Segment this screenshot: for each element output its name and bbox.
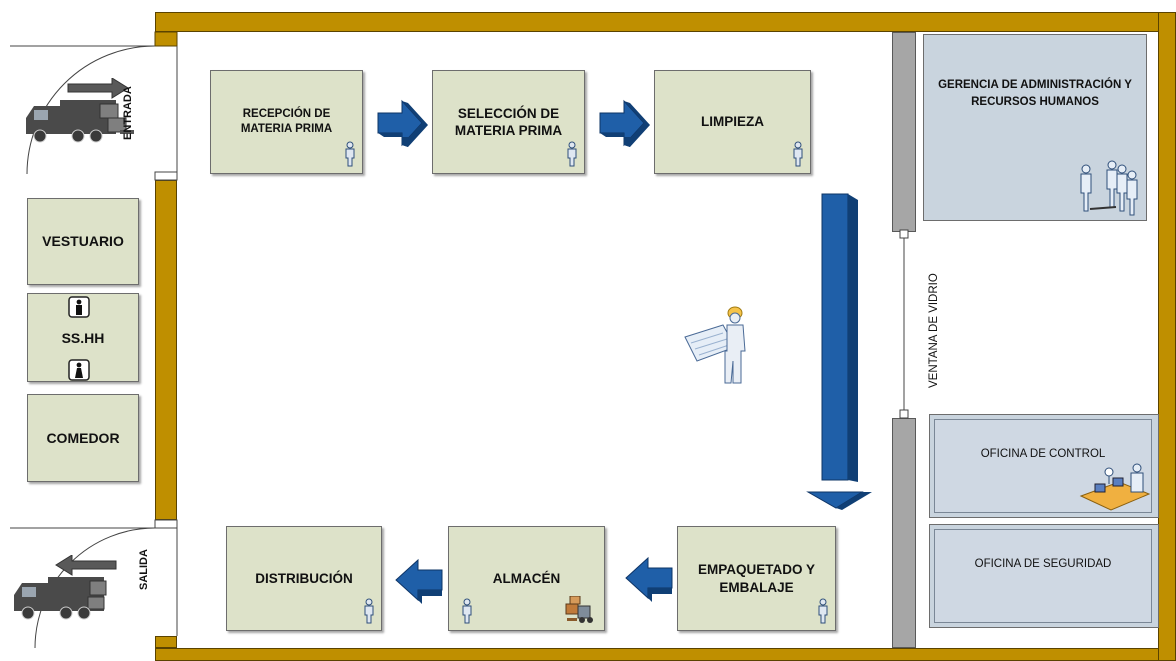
arrow-left-2-icon (395, 558, 443, 604)
room-sshh: SS.HH (27, 293, 139, 382)
process-seleccion: SELECCIÓN DE MATERIA PRIMA (432, 70, 585, 174)
room-vestuario: VESTUARIO (27, 198, 139, 285)
office-control-label: OFICINA DE CONTROL (980, 448, 1106, 460)
process-seleccion-label: SELECCIÓN DE MATERIA PRIMA (454, 106, 563, 138)
process-limpieza-label: LIMPIEZA (701, 114, 764, 129)
office-control: OFICINA DE CONTROL (934, 419, 1152, 513)
process-almacen: ALMACÉN (448, 526, 605, 631)
worker-icon (462, 598, 472, 624)
restroom-male-icon (68, 296, 90, 318)
process-distribucion: DISTRIBUCIÓN (226, 526, 382, 631)
office-seguridad-label: OFICINA DE SEGURIDAD (974, 558, 1112, 570)
process-empaquetado: EMPAQUETADO Y EMBALAJE (677, 526, 836, 631)
forklift-boxes-icon (565, 596, 593, 623)
meeting-people-icon (1080, 160, 1138, 216)
office-seguridad: OFICINA DE SEGURIDAD (934, 529, 1152, 623)
process-empaquetado-label: EMPAQUETADO Y EMBALAJE (697, 562, 815, 595)
window-frame (899, 229, 909, 419)
room-vestuario-label: VESTUARIO (42, 233, 124, 249)
wall-left-bottom-stub (155, 636, 177, 648)
process-distribucion-label: DISTRIBUCIÓN (255, 571, 353, 586)
truck-entrada-icon (26, 78, 134, 143)
door-label-salida: SALIDA (138, 549, 150, 590)
process-limpieza: LIMPIEZA (654, 70, 811, 174)
process-almacen-label: ALMACÉN (492, 571, 561, 586)
restroom-female-icon (68, 359, 90, 381)
door-label-entrada: ENTRADA (122, 86, 134, 140)
office-seguridad-outer: OFICINA DE SEGURIDAD (929, 524, 1159, 628)
office-gerencia-label: GERENCIA DE ADMINISTRACIÓN Y RECURSOS HU… (938, 79, 1132, 108)
glass-window-bottom (892, 418, 916, 648)
room-sshh-label: SS.HH (61, 330, 105, 346)
process-recepcion-label: RECEPCIÓN DE MATERIA PRIMA (240, 108, 333, 135)
supervisor-blueprint-icon (684, 306, 746, 384)
office-control-outer: OFICINA DE CONTROL (929, 414, 1159, 518)
glass-window-label: VENTANA DE VIDRIO (928, 273, 940, 388)
arrow-right-2-icon (599, 99, 650, 147)
truck-salida-icon (14, 555, 117, 620)
process-recepcion: RECEPCIÓN DE MATERIA PRIMA (210, 70, 363, 174)
control-desk-icon (1079, 463, 1151, 511)
glass-window-top (892, 32, 916, 232)
worker-icon (567, 141, 577, 167)
arrow-right-1-icon (377, 99, 428, 147)
office-gerencia: GERENCIA DE ADMINISTRACIÓN Y RECURSOS HU… (923, 34, 1147, 221)
arrow-left-1-icon (625, 556, 673, 602)
worker-icon (793, 141, 803, 167)
arrow-down-icon (806, 193, 872, 510)
worker-icon (364, 598, 374, 624)
worker-icon (818, 598, 828, 624)
worker-icon (345, 141, 355, 167)
room-comedor: COMEDOR (27, 394, 139, 482)
room-comedor-label: COMEDOR (46, 430, 120, 446)
